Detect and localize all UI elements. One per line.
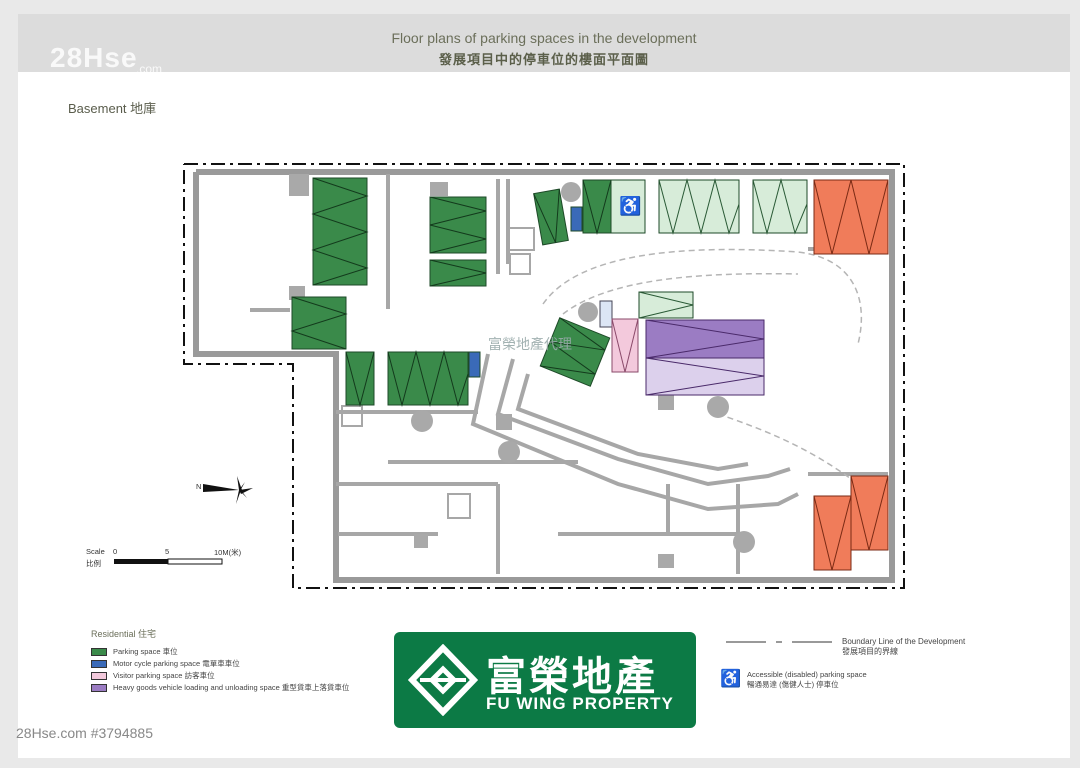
scale-label-zh: 比例 — [86, 559, 101, 568]
logo-name-en: FU WING PROPERTY — [486, 694, 674, 713]
lgv-space-group-east — [813, 475, 889, 571]
legend-swatch-heavy-goods — [91, 684, 107, 693]
floor-label: Basement 地庫 — [68, 101, 157, 116]
drive-aisle — [542, 248, 863, 485]
parking-space-group-west — [290, 177, 487, 407]
logo-name-zh: 富榮地產 — [486, 654, 658, 700]
accessible-label-en: Accessible (disabled) parking space — [747, 670, 867, 679]
logo-mark-icon — [408, 644, 478, 716]
internal-walls — [250, 174, 888, 574]
legend-label-visitor: Visitor parking space 訪客車位 — [113, 671, 215, 680]
listing-watermark: 28Hse.com #3794885 — [16, 725, 153, 741]
legend-item-motorcycle: Motor cycle parking space 電單車車位 — [91, 658, 240, 669]
legend-item-heavy-goods: Heavy goods vehicle loading and unloadin… — [91, 682, 349, 693]
outer-wall — [193, 169, 895, 583]
boundary-legend: Boundary Line of the Development 發展項目的界線 — [842, 637, 965, 657]
scale-bar — [114, 558, 223, 565]
wheelchair-icon: ♿ — [720, 669, 742, 688]
accessible-label-zh: 暢通易達 (傷健人士) 停車位 — [747, 680, 839, 689]
parking-space-group-north — [533, 178, 889, 255]
legend-item-visitor: Visitor parking space 訪客車位 — [91, 670, 215, 681]
columns — [289, 174, 755, 568]
legend-swatch-visitor — [91, 672, 107, 681]
floor-plan-drawing: ♿ — [114, 163, 905, 643]
scale-tick-0: 0 — [113, 547, 118, 556]
core-rooms — [341, 227, 535, 519]
agent-watermark: 富榮地產代理 — [488, 336, 572, 352]
legend-label-motorcycle: Motor cycle parking space 電單車車位 — [113, 659, 240, 668]
accessible-legend: Accessible (disabled) parking space 暢通易達… — [747, 670, 867, 690]
watermark-site: 28Hse — [50, 42, 138, 73]
boundary-label-en: Boundary Line of the Development — [842, 637, 966, 646]
north-arrow — [203, 476, 253, 504]
scale-tick-10: 10M(米) — [214, 548, 242, 557]
legend-swatch-motorcycle — [91, 660, 107, 669]
legend-label-parking: Parking space 車位 — [113, 647, 178, 656]
title-english: Floor plans of parking spaces in the dev… — [391, 30, 697, 46]
boundary-line — [183, 163, 905, 589]
ramp — [470, 353, 799, 512]
legend-swatch-parking — [91, 648, 107, 657]
legend-item-parking: Parking space 車位 — [91, 646, 178, 657]
title-chinese: 發展項目中的停車位的樓面平面圖 — [438, 52, 649, 67]
company-logo: 富榮地產 FU WING PROPERTY — [394, 632, 696, 728]
scale-label-en: Scale — [86, 547, 105, 556]
header-bar: Floor plans of parking spaces in the dev… — [18, 14, 1070, 76]
legend-label-heavy-goods: Heavy goods vehicle loading and unloadin… — [113, 683, 350, 692]
floor-plan-sheet: Floor plans of parking spaces in the dev… — [16, 14, 1070, 758]
legend-title: Residential 住宅 — [91, 629, 157, 639]
parking-space-group-centre — [539, 291, 765, 396]
boundary-label-zh: 發展項目的界線 — [842, 647, 898, 656]
wheelchair-icon: ♿ — [619, 195, 641, 216]
watermark-domain: .com — [136, 62, 163, 76]
scale-tick-5: 5 — [165, 547, 170, 556]
north-label: N — [196, 482, 202, 491]
